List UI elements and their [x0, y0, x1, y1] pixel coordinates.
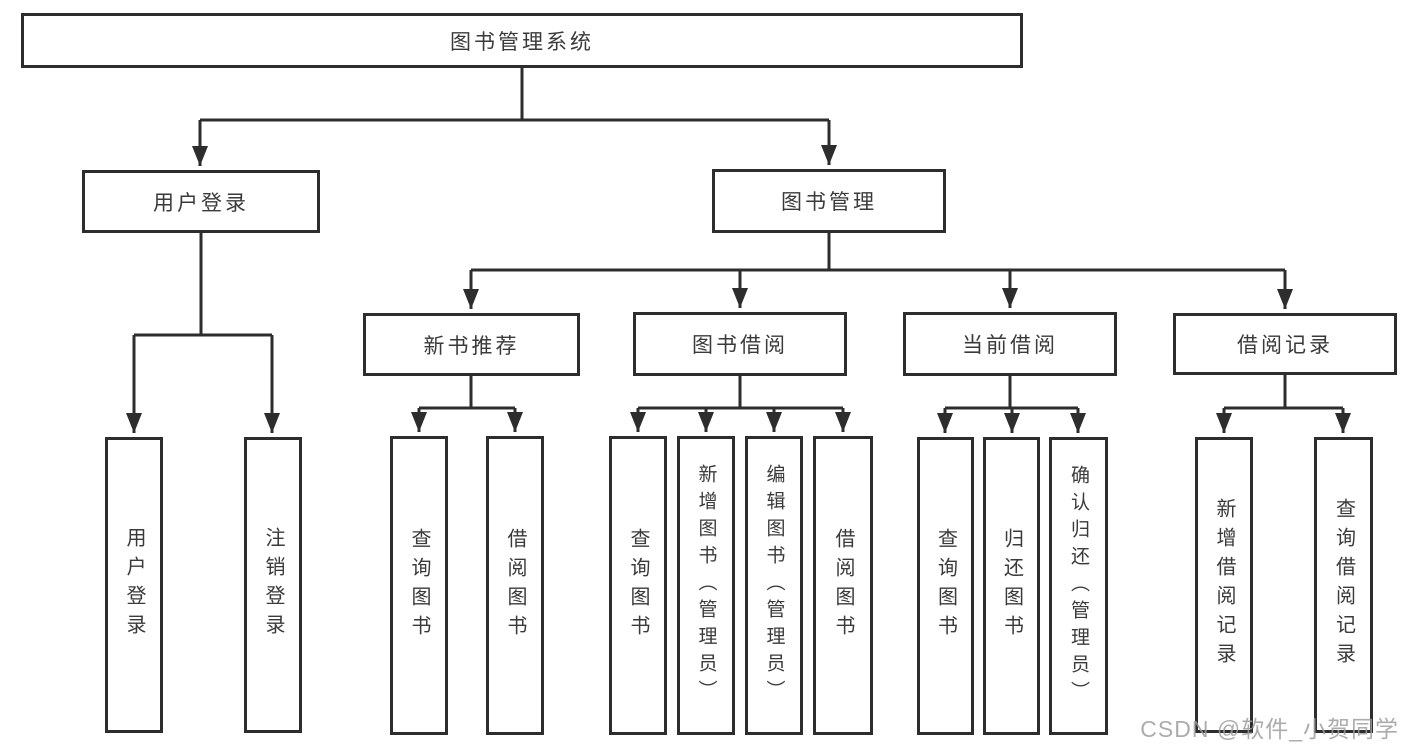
- leaf-return-book: 归还图书: [983, 437, 1040, 735]
- node-label: 确认归还（管理员）: [1068, 464, 1089, 708]
- node-label: 归还图书: [1000, 528, 1023, 644]
- node-book-management: 图书管理: [712, 169, 946, 233]
- leaf-query-borrow-record: 查询借阅记录: [1314, 437, 1373, 733]
- leaf-edit-book-admin: 编辑图书（管理员）: [745, 436, 803, 735]
- leaf-borrow-book-recommend: 借阅图书: [486, 436, 544, 735]
- leaf-query-book-borrow: 查询图书: [609, 436, 667, 735]
- node-label: 用户登录: [123, 527, 145, 643]
- node-book-borrow: 图书借阅: [633, 312, 847, 376]
- leaf-query-book-recommend: 查询图书: [390, 436, 448, 735]
- node-new-book-recommend: 新书推荐: [363, 313, 580, 376]
- node-label: 借阅记录: [1237, 334, 1333, 357]
- node-label: 图书管理系统: [450, 30, 594, 54]
- csdn-watermark: CSDN @软件_小贺同学: [1140, 716, 1399, 742]
- node-label: 当前借阅: [962, 334, 1058, 357]
- node-label: 用户登录: [153, 191, 249, 215]
- node-root-system: 图书管理系统: [21, 13, 1023, 68]
- node-label: 新增图书（管理员）: [695, 464, 717, 707]
- leaf-logout-login: 注销登录: [244, 437, 302, 733]
- node-current-borrow: 当前借阅: [903, 312, 1117, 376]
- node-label: 查询图书: [627, 527, 649, 644]
- leaf-borrow-book: 借阅图书: [813, 436, 873, 735]
- node-label: 新书推荐: [423, 334, 520, 358]
- node-label: 查询图书: [934, 528, 957, 644]
- leaf-confirm-return-admin: 确认归还（管理员）: [1049, 437, 1108, 735]
- leaf-query-book-current: 查询图书: [917, 437, 974, 735]
- node-label: 查询图书: [408, 527, 430, 644]
- node-borrow-record: 借阅记录: [1173, 313, 1397, 375]
- node-user-login: 用户登录: [82, 170, 320, 233]
- node-label: 借阅图书: [832, 527, 854, 644]
- node-label: 查询借阅记录: [1332, 498, 1355, 672]
- node-label: 借阅图书: [504, 527, 526, 644]
- leaf-add-book-admin: 新增图书（管理员）: [677, 436, 735, 735]
- leaf-user-login: 用户登录: [105, 437, 163, 733]
- node-label: 图书借阅: [692, 334, 788, 357]
- node-label: 新增借阅记录: [1213, 498, 1235, 672]
- leaf-add-borrow-record: 新增借阅记录: [1195, 437, 1253, 733]
- node-label: 编辑图书（管理员）: [763, 464, 785, 707]
- node-label: 注销登录: [262, 527, 284, 643]
- node-label: 图书管理: [781, 191, 877, 214]
